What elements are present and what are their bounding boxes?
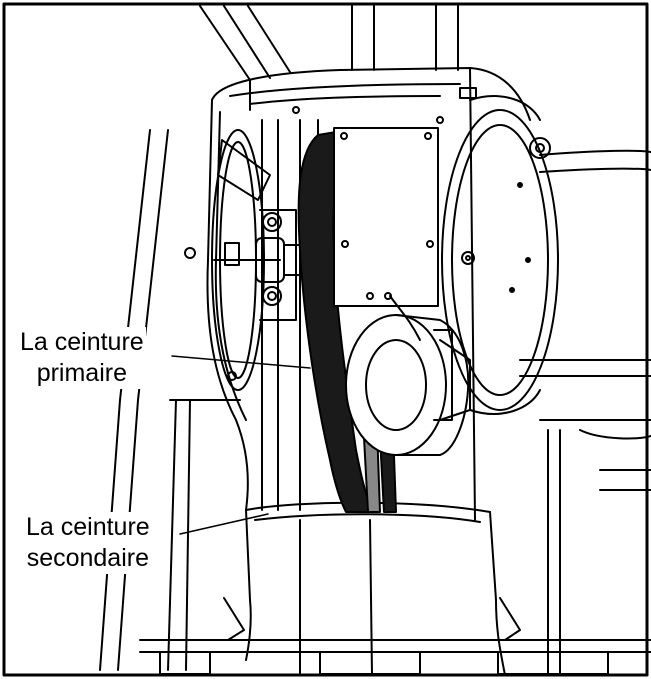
left-frame-rails: [99, 5, 291, 671]
control-box: [333, 127, 439, 341]
flywheel-cover: [441, 95, 559, 415]
housing-top-cap: [229, 83, 477, 124]
primary-belt-callout-line1: La ceinture: [20, 328, 144, 356]
base-plate: [139, 597, 651, 675]
primary-belt-leader-line: [171, 355, 311, 369]
primary-belt-callout-line2: primaire: [36, 359, 127, 387]
secondary-belt-callout-line1: La ceinture: [26, 513, 150, 541]
secondary-belt-leader-line: [179, 513, 269, 535]
secondary-belt-callout-line2: secondaire: [26, 544, 149, 572]
primary-belt-callout: La ceinture primaire: [18, 327, 146, 389]
left-pulley-wheel: [184, 129, 281, 391]
right-frame-rails: [519, 149, 651, 676]
upright-posts: [351, 5, 459, 71]
secondary-belt-callout: La ceinture secondaire: [24, 512, 152, 574]
lower-pulley: [345, 314, 471, 456]
drive-shroud: [206, 67, 531, 676]
